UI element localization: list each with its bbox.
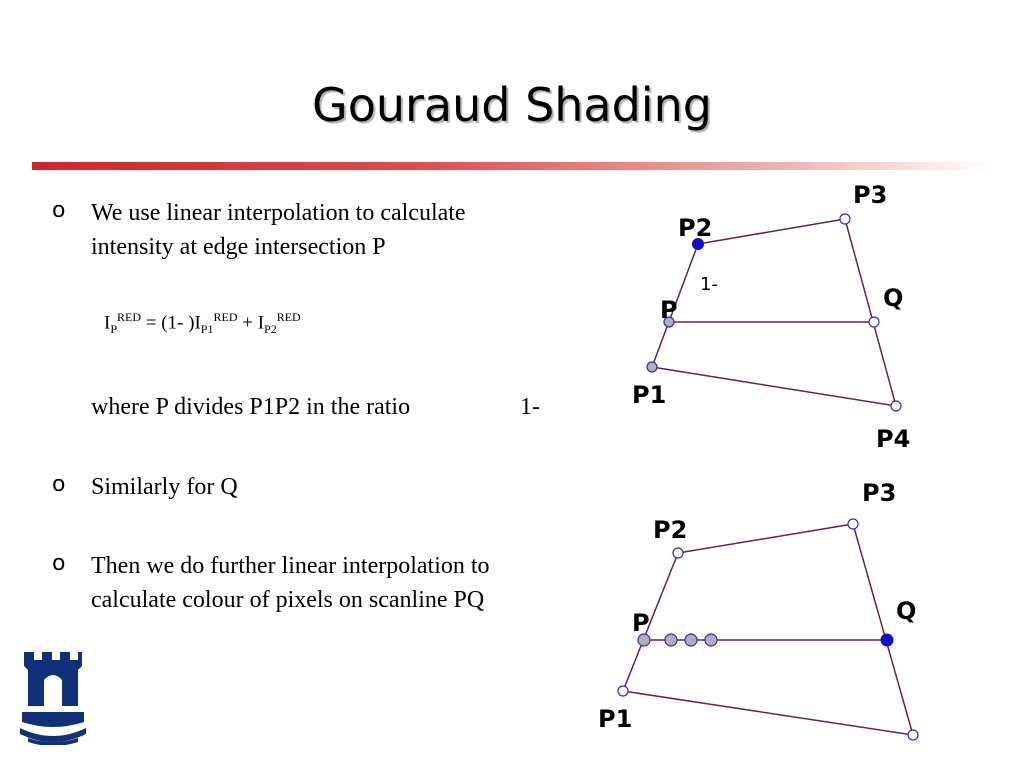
bottom-point-p [637, 633, 651, 647]
bullet-3-line-1: Then we do further linear interpolation … [91, 553, 490, 579]
top-label-p: P [660, 296, 678, 324]
bottom-label-p1: P1 [598, 705, 632, 733]
bullet-1-line-1: We use linear interpolation to calculate [91, 200, 466, 226]
bullet-3-line-2: calculate colour of pixels on scanline P… [91, 587, 485, 613]
bottom-label-p2: P2 [653, 516, 687, 544]
top-point-q [868, 316, 880, 328]
where-text: where P divides P1P2 in the ratio [91, 394, 411, 420]
bottom-label-p: P [632, 609, 650, 637]
top-vertex-p1 [646, 361, 658, 373]
scanline-pixel [684, 633, 698, 647]
scanline-pixel [664, 633, 678, 647]
formula-sub-p1: P1 [200, 322, 214, 337]
top-label-ratio: 1- [700, 274, 718, 295]
university-logo [20, 652, 86, 745]
formula-sup-red-2: RED [213, 310, 238, 324]
bullet-marker: o [52, 472, 66, 497]
bottom-vertex-p1 [617, 685, 629, 697]
bottom-label-q: Q [896, 597, 916, 625]
bottom-quad-diagram: P3 P2 P Q P1 [598, 479, 919, 741]
top-label-p2: P2 [678, 214, 712, 242]
bottom-label-p3: P3 [862, 479, 896, 507]
top-label-p1: P1 [632, 381, 666, 409]
formula-sup-red: RED [117, 310, 142, 324]
bottom-point-q [880, 633, 894, 647]
top-label-p4: P4 [876, 425, 910, 453]
bullet-1-line-2: intensity at edge intersection P [91, 234, 386, 260]
formula-sub-p2: P2 [264, 322, 277, 337]
formula-eq: = (1- )I [141, 312, 201, 334]
top-label-q: Q [883, 284, 903, 312]
bullet-2-line-1: Similarly for Q [91, 474, 238, 500]
formula-sub-p: P [110, 322, 118, 337]
top-vertex-p4 [890, 400, 902, 412]
top-quad-edges [651, 218, 898, 407]
bullet-marker: o [52, 551, 66, 576]
slide-title: Gouraud Shading [312, 78, 712, 132]
scanline-pixel [704, 633, 718, 647]
formula-i: I [104, 312, 111, 334]
top-vertex-p3 [839, 213, 851, 225]
bottom-quad-edges [622, 523, 915, 736]
bottom-vertex-p2 [672, 547, 684, 559]
top-point-p [663, 316, 675, 328]
interpolation-formula: IPRED = (1- )IP1RED + IP2RED [104, 310, 301, 337]
top-vertex-p2 [692, 238, 704, 250]
top-quad-diagram: P3 P2 1- P Q P1 P4 [632, 181, 910, 453]
formula-plus: + I [237, 312, 265, 334]
bottom-vertex-p4 [907, 729, 919, 741]
title-divider [32, 162, 994, 170]
bottom-vertex-p3 [847, 518, 859, 530]
top-label-p3: P3 [853, 181, 887, 209]
formula-sup-red-3: RED [276, 310, 301, 324]
ratio-text: 1- [520, 394, 540, 420]
bullet-marker: o [52, 198, 66, 223]
